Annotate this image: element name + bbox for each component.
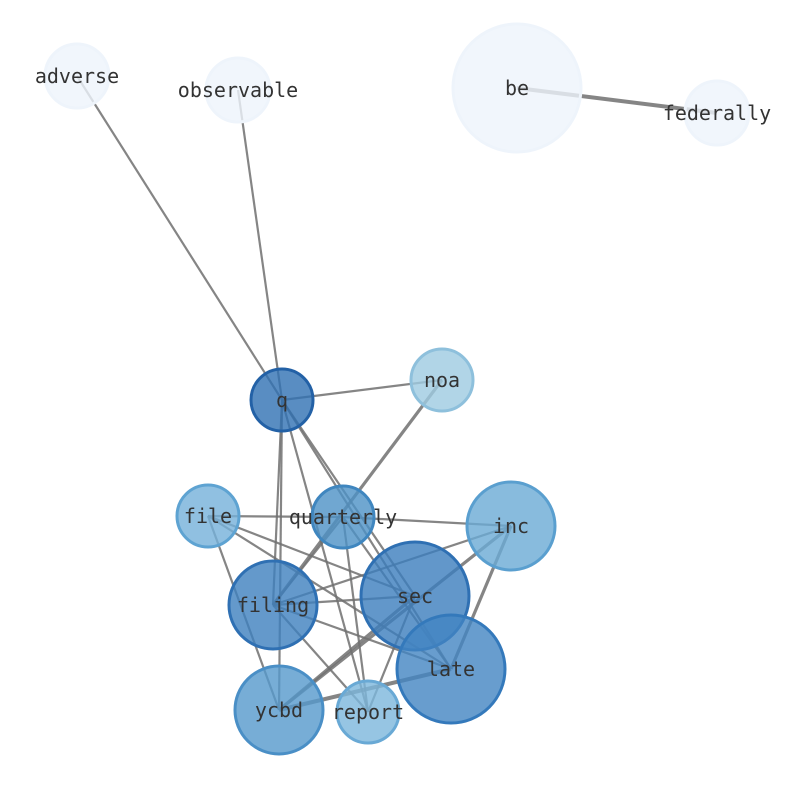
edge-quarterly-report [341,516,370,713]
node-federally [683,79,751,147]
node-label-file: file [184,504,232,528]
node-label-adverse: adverse [35,64,119,88]
edge-q-adverse [76,75,283,401]
node-inc [465,480,557,572]
node-late [395,613,507,725]
node-filing [227,559,319,651]
node-q [249,367,315,433]
node-file [175,483,241,549]
edge-q-report [280,399,370,713]
node-adverse [43,42,111,110]
node-label-late: late [427,657,475,681]
node-label-q: q [276,388,288,412]
node-label-sec: sec [397,584,433,608]
node-quarterly [310,484,376,550]
node-report [335,679,401,745]
node-label-observable: observable [178,78,298,102]
edge-q-observable [236,89,284,401]
labels-layer: adverse observable be federally q noa file quar… [35,64,771,724]
node-label-inc: inc [493,514,529,538]
node-noa [409,347,475,413]
node-label-ycbd: ycbd [255,698,303,722]
node-observable [204,56,272,124]
node-label-be: be [505,76,529,100]
node-label-noa: noa [424,368,460,392]
node-label-federally: federally [663,101,771,125]
node-be [451,22,583,154]
edge-q-ycbd [277,399,284,711]
node-label-filing: filing [237,593,309,617]
node-ycbd [233,664,325,756]
node-label-quarterly: quarterly [289,505,397,529]
nodes-layer [43,22,751,756]
node-label-report: report [332,700,404,724]
